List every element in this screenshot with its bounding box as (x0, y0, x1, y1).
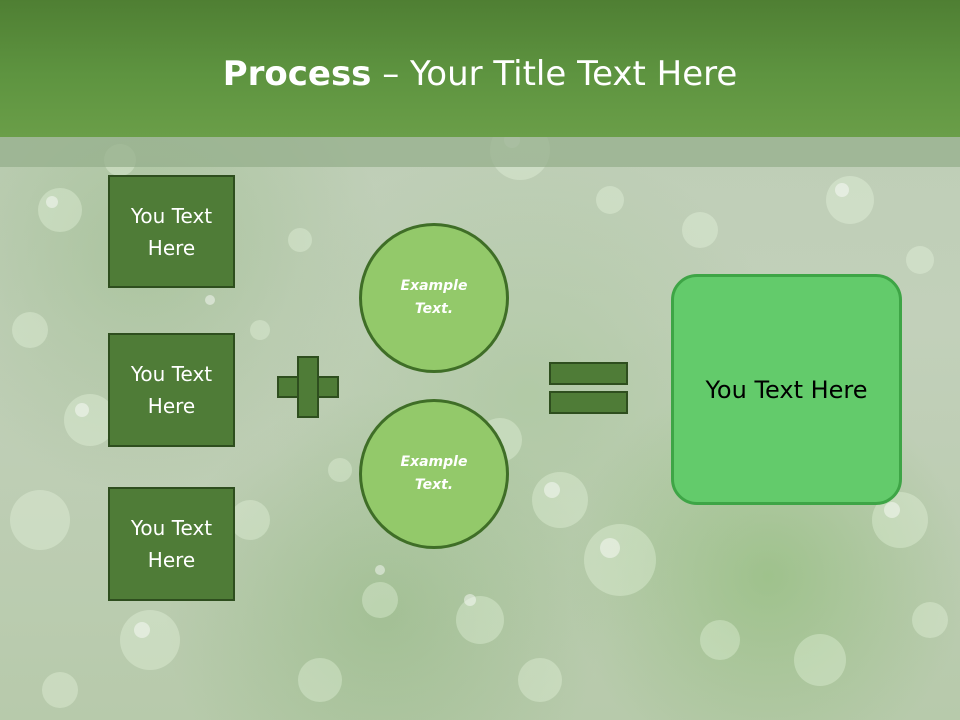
result-box[interactable]: You Text Here (671, 274, 902, 505)
input-box-1[interactable]: You Text Here (108, 175, 235, 288)
slide-title[interactable]: Process – Your Title Text Here (0, 52, 960, 96)
input-box-3[interactable]: You Text Here (108, 487, 235, 601)
input-box-line-1: You Text (130, 516, 213, 540)
example-circle-1[interactable]: Example Text. (359, 223, 509, 373)
input-box-2[interactable]: You Text Here (108, 333, 235, 447)
title-rest: – Your Title Text Here (371, 54, 738, 94)
example-circle-line-1: Example (400, 278, 468, 294)
input-box-line-1: You Text (130, 362, 213, 386)
title-bar (0, 0, 960, 137)
example-circle-line-2: Text. (414, 477, 454, 493)
example-circle-text: Example Text. (401, 275, 468, 321)
equals-icon-top-bar (549, 362, 628, 385)
example-circle-text: Example Text. (401, 451, 468, 497)
input-box-line-1: You Text (130, 203, 213, 228)
title-bold: Process (222, 54, 372, 94)
input-box-text: You Text Here (131, 358, 212, 422)
example-circle-line-1: Example (400, 454, 468, 470)
input-box-line-2: Here (147, 394, 196, 418)
input-box-line-2: Here (147, 235, 196, 260)
plus-icon-center (299, 378, 317, 396)
input-box-line-2: Here (147, 548, 196, 572)
input-box-text: You Text Here (131, 512, 212, 576)
example-circle-2[interactable]: Example Text. (359, 399, 509, 549)
result-box-text: You Text Here (705, 375, 868, 404)
equals-icon-bottom-bar (549, 391, 628, 414)
example-circle-line-2: Text. (414, 301, 454, 317)
title-bar-strip (0, 137, 960, 167)
input-box-text: You Text Here (131, 200, 212, 264)
